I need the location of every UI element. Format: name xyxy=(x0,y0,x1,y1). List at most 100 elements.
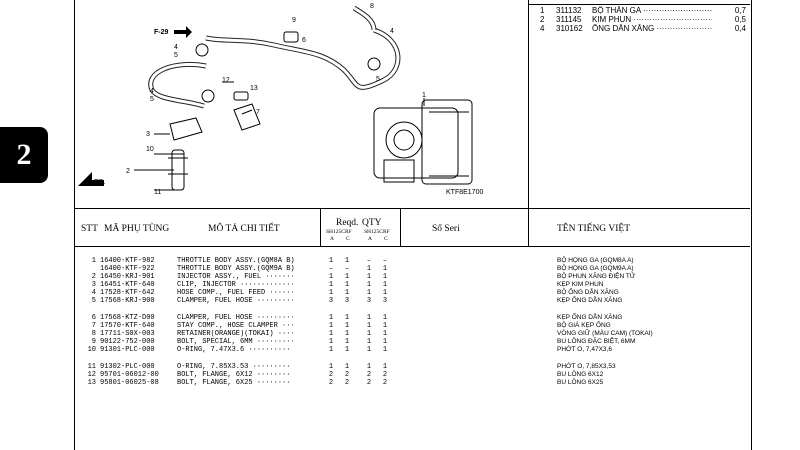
row-part-number: 91301-PLC-000 xyxy=(100,346,155,354)
row-stt: 7 xyxy=(91,322,96,330)
row-vn-name: BU LÔNG 6X25 xyxy=(557,379,604,386)
svg-text:13: 13 xyxy=(250,85,258,92)
row-vn-name: BU LÔNG 6X12 xyxy=(557,371,604,378)
table-row: 10 91301-PLC-000 O-RING, 7.47X3.6 ········… xyxy=(0,346,800,354)
row-qty: 2 xyxy=(382,371,388,379)
row-stt: 3 xyxy=(91,281,96,289)
row-stt: 10 xyxy=(87,346,96,354)
header-vn-name: TÊN TIẾNG VIỆT xyxy=(557,224,630,234)
row-part-number: 17711-S0X-003 xyxy=(100,330,155,338)
row-description: RETAINER(ORANGE)(TOKAI) ···· xyxy=(177,330,295,338)
row-qty: 1 xyxy=(366,289,372,297)
svg-text:3: 3 xyxy=(146,131,150,138)
row-qty: 1 xyxy=(382,330,388,338)
row-stt: 8 xyxy=(91,330,96,338)
header-model-left: SH125CRF xyxy=(326,229,352,235)
row-stt: 13 xyxy=(87,379,96,387)
row-qty: 1 xyxy=(366,265,372,273)
row-description: INJECTOR ASSY., FUEL ······· xyxy=(177,273,295,281)
throttle-body xyxy=(373,99,473,185)
row-vn-name: BỘ ỐNG DẪN XĂNG xyxy=(557,289,619,296)
row-vn-name: BỘ HỌNG GA (GQM9A A) xyxy=(557,265,634,272)
spec-divider xyxy=(528,4,750,5)
front-arrow-icon xyxy=(78,172,104,186)
row-part-number: 16451-KTF-640 xyxy=(100,281,155,289)
row-qty: 2 xyxy=(344,371,350,379)
hose-clamp xyxy=(195,43,209,57)
row-qty: – xyxy=(344,265,350,273)
row-vn-name: PHỚT O, 7,85X3,53 xyxy=(557,363,616,370)
row-qty: 1 xyxy=(382,363,388,371)
row-part-number: 16400-KTF-922 xyxy=(100,265,155,273)
row-qty: 1 xyxy=(382,314,388,322)
row-qty: 1 xyxy=(382,289,388,297)
row-part-number: 17568-KTZ-D00 xyxy=(100,314,155,322)
svg-text:1: 1 xyxy=(422,92,426,99)
row-qty: 1 xyxy=(382,273,388,281)
row-qty: – xyxy=(328,265,334,273)
row-description: O-RING, 7.47X3.6 ·········· xyxy=(177,346,291,354)
hose-clamp-stay xyxy=(233,103,261,131)
row-description: CLAMPER, FUEL HOSE ········· xyxy=(177,297,295,305)
row-qty: 1 xyxy=(344,289,350,297)
row-description: BOLT, FLANGE, 6X12 ········ xyxy=(177,371,291,379)
row-vn-name: KẸP ỐNG DẪN XĂNG xyxy=(557,297,623,304)
row-vn-name: BỘ GIÁ KẸP ỐNG xyxy=(557,322,611,329)
row-qty: 1 xyxy=(344,322,350,330)
spec-box xyxy=(528,0,750,208)
row-qty: 1 xyxy=(344,363,350,371)
row-description: THROTTLE BODY ASSY.(GQM9A B) xyxy=(177,265,295,273)
row-qty: 1 xyxy=(328,338,334,346)
row-description: STAY COMP., HOSE CLAMPER ··· xyxy=(177,322,295,330)
row-qty: 1 xyxy=(328,330,334,338)
row-qty: 1 xyxy=(366,363,372,371)
row-description: THROTTLE BODY ASSY.(GQM8A B) xyxy=(177,257,295,265)
row-vn-name: BU LÔNG ĐẶC BIỆT, 6MM xyxy=(557,338,636,345)
row-qty: 1 xyxy=(366,273,372,281)
row-part-number: 16450-KRJ-901 xyxy=(100,273,155,281)
diagram-ref-code: KTF8E1700 xyxy=(446,189,483,196)
row-qty: 1 xyxy=(366,281,372,289)
row-qty: 2 xyxy=(366,371,372,379)
row-description: O-RING, 7.85X3.53 ········· xyxy=(177,363,291,371)
svg-text:12: 12 xyxy=(222,77,230,84)
row-part-number: 17570-KTF-640 xyxy=(100,322,155,330)
table-header-border xyxy=(74,246,750,247)
row-vn-name: PHỚT O, 7,47X3,6 xyxy=(557,346,612,353)
row-qty: 1 xyxy=(328,314,334,322)
column-divider xyxy=(400,208,401,246)
row-part-number: 91302-PLC-000 xyxy=(100,363,155,371)
row-qty: – xyxy=(382,257,388,265)
row-stt: 1 xyxy=(91,257,96,265)
header-reqd: Reqd. xyxy=(336,218,359,228)
row-part-number: 90122-752-000 xyxy=(100,338,155,346)
header-serial: Số Seri xyxy=(432,224,460,234)
svg-text:4: 4 xyxy=(174,44,178,51)
row-part-number: 17528-KTF-642 xyxy=(100,289,155,297)
row-description: BOLT, SPECIAL, 6MM ········· xyxy=(177,338,295,346)
row-description: BOLT, FLANGE, 6X25 ········ xyxy=(177,379,291,387)
row-part-number: 17568-KRJ-900 xyxy=(100,297,155,305)
row-qty: 1 xyxy=(366,338,372,346)
row-qty: 1 xyxy=(328,257,334,265)
row-qty: 1 xyxy=(344,273,350,281)
header-stt: STT xyxy=(81,224,98,234)
header-description: MÔ TẢ CHI TIẾT xyxy=(208,224,280,234)
svg-text:4: 4 xyxy=(150,88,154,95)
row-qty: 1 xyxy=(344,257,350,265)
row-stt: 9 xyxy=(91,338,96,346)
header-variant: C xyxy=(346,236,350,242)
row-qty: 3 xyxy=(328,297,334,305)
table-row: 1 1 91302-PLC-000 O-RING, 7.85X3.53 ·······… xyxy=(0,363,800,371)
row-vn-name: BỘ PHUN XĂNG ĐIỆN TỬ xyxy=(557,273,636,280)
header-variant: A xyxy=(368,236,372,242)
row-qty: 2 xyxy=(328,379,334,387)
row-qty: 3 xyxy=(344,297,350,305)
header-model-right: SH125CRF xyxy=(364,229,390,235)
page-frame xyxy=(74,0,752,450)
table-row: 7 17570-KTF-640 STAY COMP., HOSE CLAMPER ·… xyxy=(0,322,800,330)
table-top-border xyxy=(74,208,750,209)
row-qty: 1 xyxy=(382,346,388,354)
